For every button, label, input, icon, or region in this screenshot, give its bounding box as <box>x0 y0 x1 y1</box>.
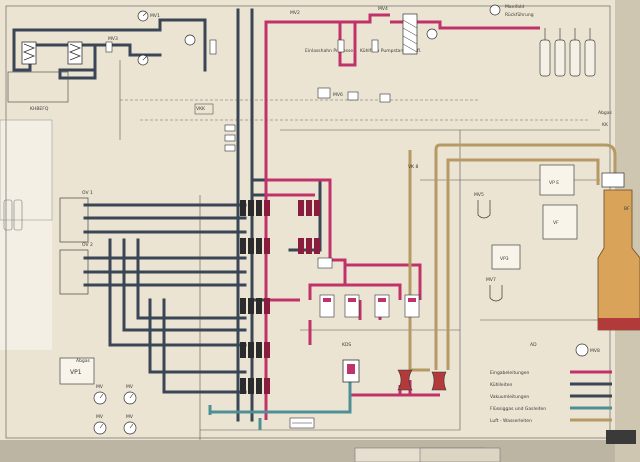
vkk-box <box>194 103 214 115</box>
ov2-box <box>59 249 89 295</box>
vk8-label: VK 8 <box>408 164 418 170</box>
mv8-label: MV8 <box>590 348 600 354</box>
vpe-box <box>539 164 575 196</box>
small-valve-stack <box>224 124 236 152</box>
legend-row-1: Eingabeleitungen <box>490 370 612 376</box>
ad-label: AD <box>530 342 537 348</box>
vkk-label: VKK <box>196 106 206 112</box>
mv6-label: MV6 <box>333 92 343 98</box>
gauge-bottom-1-label: MV <box>96 384 104 390</box>
mv6-valve-cluster <box>317 87 391 103</box>
gauge-right <box>575 343 589 357</box>
gauge-bottom-2-label: MV <box>126 384 134 390</box>
legend-row-4: Flüssiggas und Gasleiten <box>490 406 612 412</box>
pressure-gauge-top-2 <box>137 54 149 66</box>
reactor-vessel <box>342 359 360 383</box>
manifold-label: Manifold <box>505 4 524 10</box>
legend-text-4: Flüssiggas und Gasleiten <box>490 406 546 412</box>
pressure-gauge-top-1 <box>137 10 149 22</box>
legend: Eingabeleitungen Kühlleiten Vakuumleitun… <box>490 370 612 424</box>
gauge-top-1-label: MV1 <box>150 13 160 19</box>
cold-box-label: KHBEFQ <box>30 106 49 112</box>
heat-exchanger-2 <box>67 41 83 65</box>
gauge-bottom-2 <box>123 391 137 405</box>
kk-label: KK <box>602 122 609 128</box>
u-tube-mv5 <box>477 200 491 219</box>
vp1-box <box>59 357 95 385</box>
heat-exchanger-1 <box>21 41 37 65</box>
pressure-gauge-top-5 <box>489 4 501 16</box>
gauge-bottom-1 <box>93 391 107 405</box>
u-tube-mv7 <box>489 285 503 302</box>
tag-mv4: MV4 <box>378 6 388 12</box>
legend-text-2: Kühlleiten <box>490 382 512 388</box>
vpe-label: VP E <box>549 180 559 186</box>
gauge-bottom-3 <box>93 421 107 435</box>
return-label: Rückführung <box>505 12 534 18</box>
title-stamp-2 <box>419 447 501 462</box>
cold-trap <box>402 13 418 55</box>
storage-tank <box>597 172 640 331</box>
vp-big-label: VF <box>553 220 559 226</box>
vp-big-box <box>542 204 578 240</box>
gauge-bottom-4-label: MV <box>126 414 134 420</box>
left-cylinders <box>3 199 23 231</box>
vp3-box <box>491 244 521 270</box>
d11-label: KDS <box>342 342 351 348</box>
abgas-bottom-label: Abgas <box>76 358 91 364</box>
ov1-box <box>59 197 89 243</box>
inlet-valve-2 <box>371 39 379 53</box>
cold-box <box>7 71 69 103</box>
valve-mv3 <box>105 41 113 53</box>
gas-pipes <box>208 370 352 430</box>
pressure-gauge-top-4 <box>426 28 438 40</box>
inlet-valve-1 <box>337 39 345 53</box>
valve-top-right <box>209 39 217 55</box>
legend-text-1: Eingabeleitungen <box>490 370 530 376</box>
legend-text-3: Vakuumleitungen <box>490 394 529 400</box>
corner-label-plate <box>606 430 636 444</box>
vp3-label: VP3 <box>500 256 509 262</box>
mv5-label: MV5 <box>474 192 484 198</box>
red-valve-marks <box>323 298 416 302</box>
legend-row-2: Kühlleiten <box>490 382 612 388</box>
legend-row-5: Luft - Wasserleiten <box>490 418 612 424</box>
tank-label: BF <box>624 206 630 212</box>
legend-text-5: Luft - Wasserleiten <box>490 418 532 424</box>
inlet-label: Einlasshahn Prozesse <box>305 48 353 54</box>
vp1-label: VP1 <box>70 369 82 376</box>
gas-cylinders <box>539 28 596 77</box>
pressure-gauge-top-3 <box>184 34 196 46</box>
coldtrap-label: Kühlfalle Pumpstand Kühlfl. <box>360 48 421 54</box>
valve-mv3-label: MV3 <box>108 36 118 42</box>
legend-row-3: Vakuumleitungen <box>490 394 612 400</box>
paper-shadow-left <box>0 120 52 350</box>
gauge-bottom-3-label: MV <box>96 414 104 420</box>
gauge-bottom-4 <box>123 421 137 435</box>
ov1-label: OV 1 <box>82 190 93 196</box>
sample-vessel-1 <box>397 369 413 391</box>
sample-vessel-2 <box>431 371 447 391</box>
ov2-label: OV 2 <box>82 242 93 248</box>
abgas-top-label: Abgas <box>598 110 613 116</box>
mv7-label: MV7 <box>486 277 496 283</box>
paper-bottom-strip <box>0 440 640 462</box>
valve-blocks-left <box>240 200 262 394</box>
tag-mv2: MV2 <box>290 10 300 16</box>
left-cabinet <box>0 119 53 221</box>
water-pipes <box>408 143 617 372</box>
valve-blocks-red <box>264 200 320 394</box>
